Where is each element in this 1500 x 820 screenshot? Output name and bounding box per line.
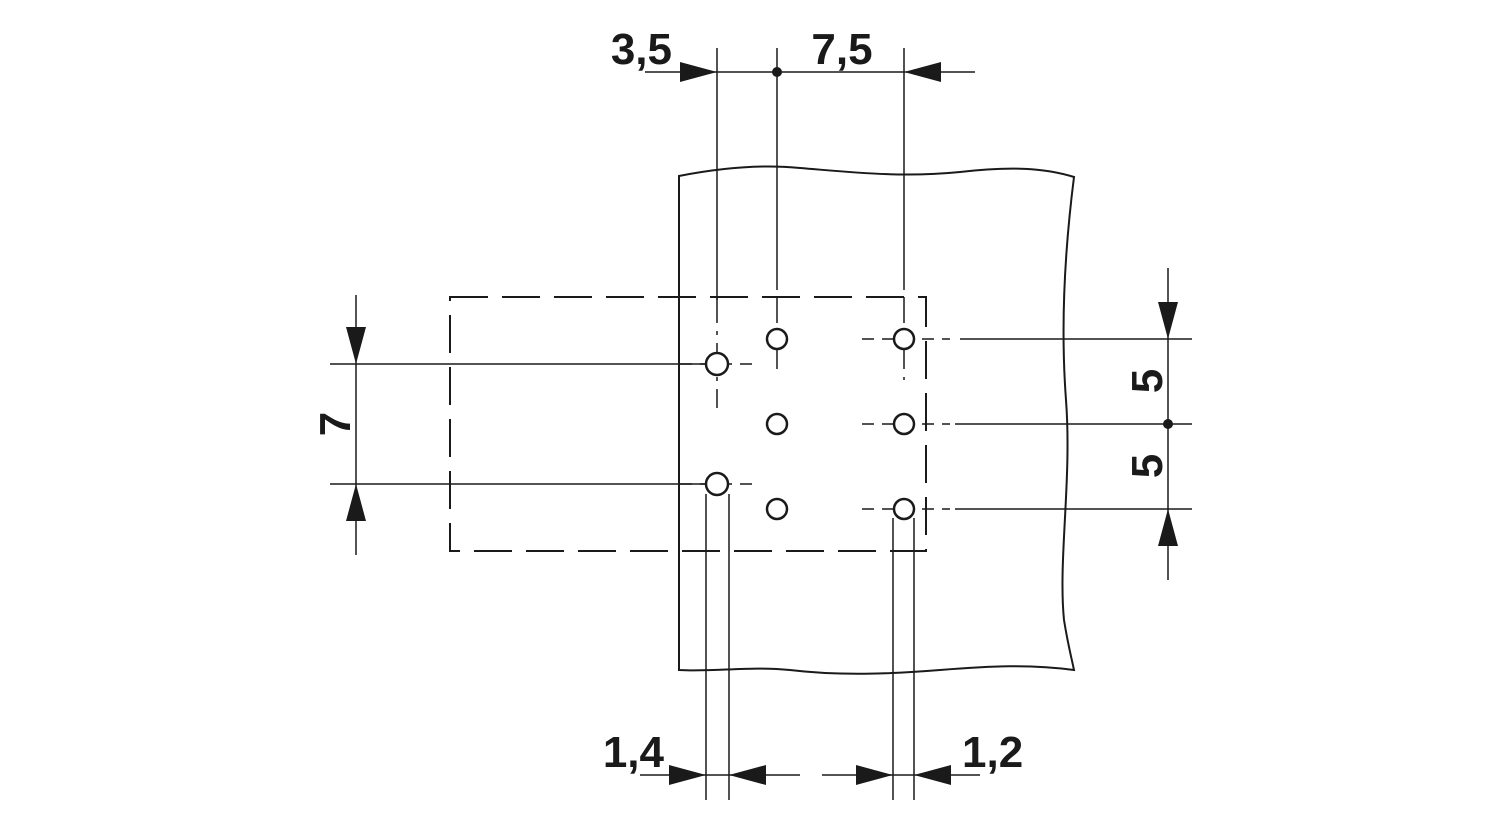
arrow-top-left [680, 62, 717, 82]
board-outline [678, 165, 1076, 675]
dimension-label-top-right: 7,5 [811, 25, 872, 74]
arrow-bottom-4 [914, 765, 951, 785]
dimension-label-right-lower: 5 [1123, 454, 1172, 478]
dimension-label-bottom-left: 1,4 [603, 728, 665, 777]
hole-col2-row3 [765, 497, 789, 521]
arrow-right-upper [1158, 302, 1178, 339]
dimension-label-right-upper: 5 [1123, 369, 1172, 393]
hole-col2-row2 [765, 412, 789, 436]
dimension-label-left-vertical: 7 [311, 412, 360, 436]
dimension-dot-right [1163, 419, 1173, 429]
dimension-label-bottom-right: 1,2 [962, 728, 1023, 777]
hole-col3-row1 [892, 327, 916, 351]
dimension-label-top-left: 3,5 [611, 25, 672, 74]
arrow-bottom-1 [669, 765, 706, 785]
arrow-left-upper [346, 327, 366, 364]
arrow-bottom-2 [729, 765, 766, 785]
hole-large-bottom [704, 471, 730, 497]
hole-col2-row1 [765, 327, 789, 351]
housing-dashed-outline [449, 296, 927, 552]
arrow-left-lower [346, 484, 366, 521]
dimension-dot-top [772, 67, 782, 77]
hole-col3-row3 [892, 497, 916, 521]
arrow-top-right [904, 62, 941, 82]
hole-large-top [704, 351, 730, 377]
arrow-right-lower [1158, 509, 1178, 546]
arrow-bottom-3 [856, 765, 893, 785]
hole-col3-row2 [892, 412, 916, 436]
